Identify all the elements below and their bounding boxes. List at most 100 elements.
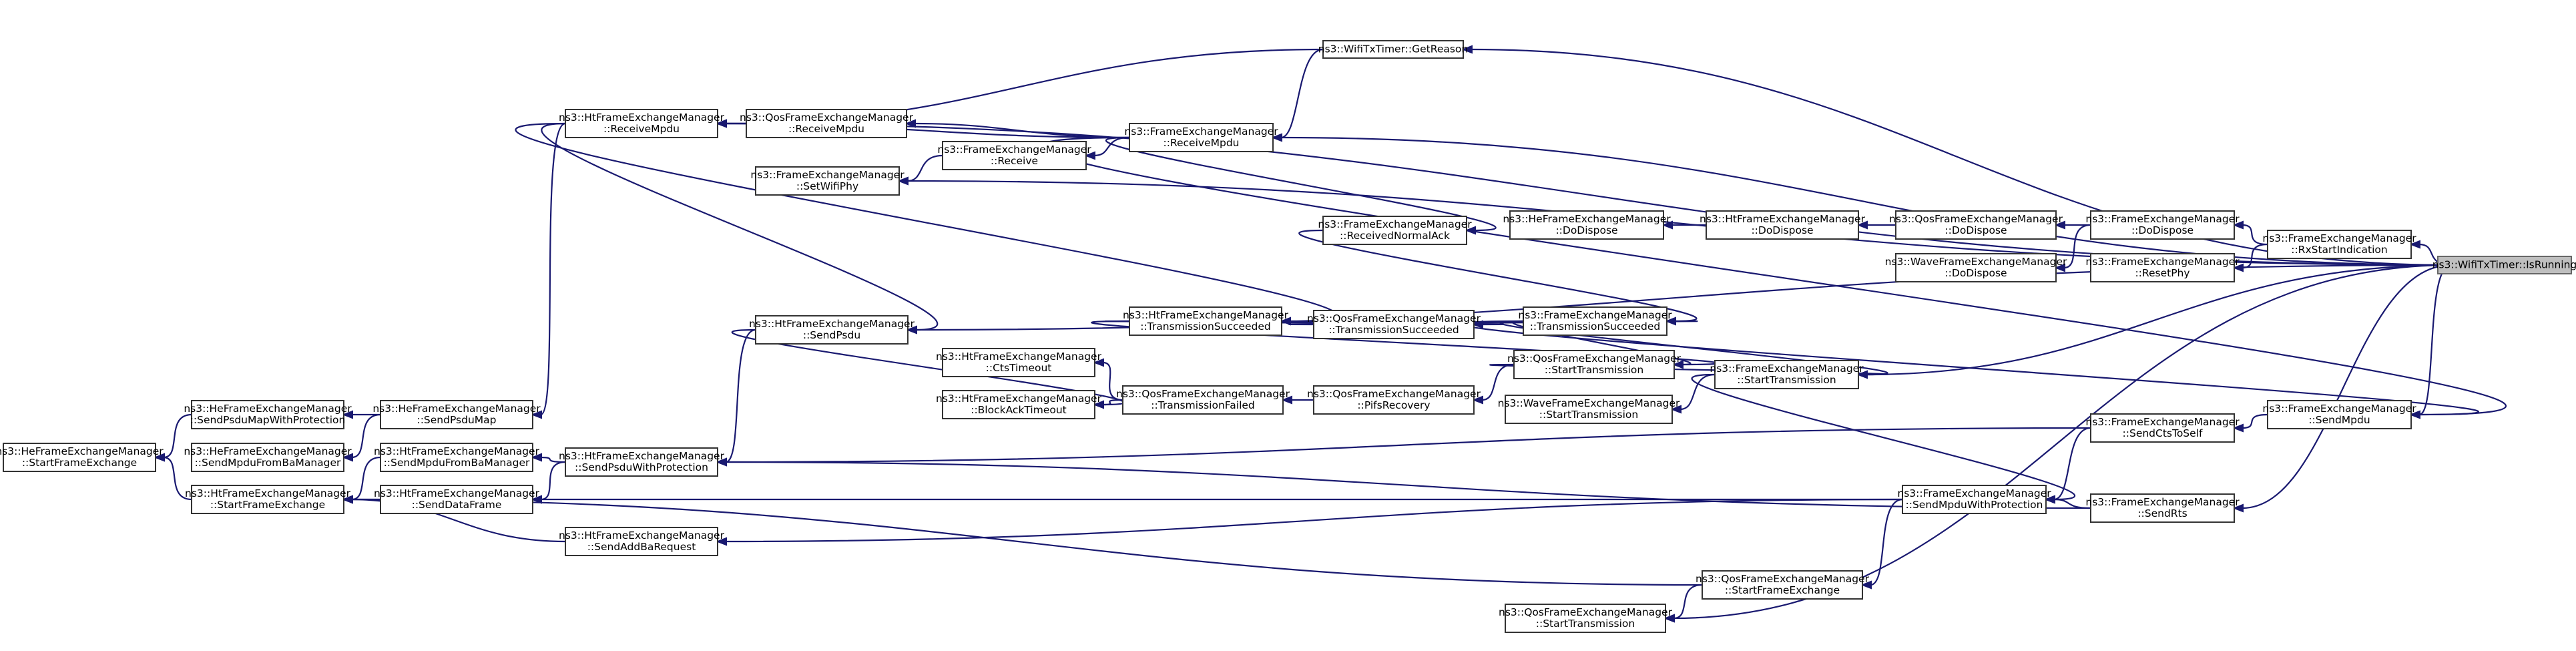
edge-line [163, 413, 192, 459]
node-fem-receivempdu[interactable]: ns3::FrameExchangeManager::ReceiveMpdu [1124, 123, 1278, 152]
node-label: ns3::HtFrameExchangeManager [374, 487, 540, 499]
node-hefem-sendmpdufrombamanager[interactable]: ns3::HeFrameExchangeManager::SendMpduFro… [184, 443, 352, 472]
node-label: ::DoDispose [1555, 224, 1617, 236]
node-htfem-sendpsdu[interactable]: ns3::HtFrameExchangeManager::SendPsdu [749, 315, 915, 345]
edge-line [2242, 264, 2452, 509]
node-hefem-dodispose[interactable]: ns3::HeFrameExchangeManager::DoDispose [1503, 210, 1671, 240]
node-fem-sendmpduwithprotection[interactable]: ns3::FrameExchangeManager::SendMpduWithP… [1897, 485, 2051, 514]
node-htfem-sendaddbarequest[interactable]: ns3::HtFrameExchangeManager::SendAddBaRe… [559, 527, 725, 556]
node-fem-rxstartindication[interactable]: ns3::FrameExchangeManager::RxStartIndica… [2262, 230, 2416, 259]
node-label: ::ReceivedNormalAck [1340, 230, 1450, 242]
node-box [1509, 210, 1664, 240]
edge-arrowhead [2232, 503, 2244, 513]
node-qfem-starttransmission2[interactable]: ns3::QosFrameExchangeManager::StartTrans… [1499, 604, 1673, 633]
edge-line [351, 498, 1703, 586]
node-htfem-transmissionsucceeded[interactable]: ns3::HtFrameExchangeManager::Transmissio… [1123, 306, 1289, 336]
edge-arrowhead [716, 537, 727, 546]
node-label: ns3::HtFrameExchangeManager [1700, 213, 1866, 225]
node-label: ns3::HeFrameExchangeManager [0, 445, 164, 457]
node-htfem-sendpsduwithprotection[interactable]: ns3::HtFrameExchangeManager::SendPsduWit… [559, 447, 725, 477]
node-fem-receivednormalack[interactable]: ns3::FrameExchangeManager::ReceivedNorma… [1318, 216, 1472, 245]
node-htfem-ctstimeout[interactable]: ns3::HtFrameExchangeManager::CtsTimeout [936, 348, 1102, 377]
node-wfem-dodispose[interactable]: ns3::WaveFrameExchangeManager::DoDispose [1885, 253, 2067, 282]
edge-fem-starttransmission-to-qfem-starttransmission [1489, 363, 1889, 379]
edge-line [163, 456, 192, 501]
edge-fem-dodispose-to-fem-rxstartindication [2232, 220, 2268, 246]
node-fem-sendctstoself[interactable]: ns3::FrameExchangeManager::SendCtsToSelf [2085, 413, 2240, 443]
node-fem-setwifiphy[interactable]: ns3::FrameExchangeManager::SetWifiPhy [750, 166, 905, 196]
edge-arrowhead [2409, 240, 2420, 249]
node-label: ::ReceiveMpdu [1163, 137, 1239, 149]
edge-arrowhead [1472, 395, 1483, 405]
node-hefem-startframeexchange[interactable]: ns3::HeFrameExchangeManager::StartFrameE… [0, 443, 164, 472]
node-qfem-receivempdu[interactable]: ns3::QosFrameExchangeManager::ReceiveMpd… [740, 109, 914, 138]
edge-qfem-starttransmission2-to-qfem-startframeexchange [1663, 584, 1703, 623]
edge-arrowhead [905, 119, 916, 128]
node-label: ns3::HtFrameExchangeManager [749, 318, 915, 330]
edge-arrowhead [1856, 220, 1868, 230]
node-htfem-dodispose[interactable]: ns3::HtFrameExchangeManager::DoDispose [1700, 210, 1866, 240]
node-label: ns3::WifiTxTimer::IsRunning [2432, 259, 2576, 271]
node-label: ::SendPsduMapWithProtection [190, 414, 346, 426]
node-qfem-startframeexchange[interactable]: ns3::QosFrameExchangeManager::StartFrame… [1696, 570, 1870, 600]
node-qfem-transmissionsucceeded[interactable]: ns3::QosFrameExchangeManager::Transmissi… [1307, 310, 1481, 339]
node-fem-resetphy[interactable]: ns3::FrameExchangeManager::ResetPhy [2085, 253, 2240, 282]
edge-arrowhead [342, 453, 353, 462]
node-htfem-startframeexchange[interactable]: ns3::HtFrameExchangeManager::StartFrameE… [185, 485, 351, 514]
node-qfem-transmissionfailed[interactable]: ns3::QosFrameExchangeManager::Transmissi… [1116, 385, 1290, 415]
edge-line [2242, 243, 2268, 269]
edge-hefem-sendpsdumapwithprotection-to-hefem-sendpsdumap [342, 410, 380, 419]
edge-layer [154, 45, 2507, 623]
node-layer: ns3::WifiTxTimer::IsRunning ns3::WifiTxTi… [0, 40, 2576, 633]
node-box [1702, 570, 1863, 600]
node-label: ::StartTransmission [1539, 409, 1638, 421]
node-hefem-sendpsdumapwithprotection[interactable]: ns3::HeFrameExchangeManager::SendPsduMap… [184, 400, 352, 429]
edge-line [1673, 264, 2452, 620]
edge-arrowhead [1860, 580, 1872, 590]
node-box [191, 485, 344, 514]
node-fem-receive[interactable]: ns3::FrameExchangeManager::Receive [937, 141, 1091, 170]
edge-arrowhead [1084, 151, 1095, 160]
node-fem-sendrts[interactable]: ns3::FrameExchangeManager::SendRts [2085, 493, 2240, 523]
node-hefem-sendpsdumap[interactable]: ns3::HeFrameExchangeManager::SendPsduMap [372, 400, 541, 429]
node-htfem-sendmpdufrombamanager[interactable]: ns3::HtFrameExchangeManager::SendMpduFro… [374, 443, 540, 472]
node-fem-transmissionsucceeded[interactable]: ns3::FrameExchangeManager::TransmissionS… [1518, 306, 1672, 336]
edge-line [1673, 584, 1703, 620]
node-box [942, 348, 1095, 377]
node-htfem-blockacktimeout[interactable]: ns3::HtFrameExchangeManager::BlockAckTim… [936, 390, 1102, 419]
edge-arrowhead [2409, 410, 2420, 419]
edge-qfem-dodispose-to-fem-dodispose [2054, 220, 2091, 230]
node-fem-sendmpdu[interactable]: ns3::FrameExchangeManager::SendMpdu [2262, 400, 2416, 429]
node-fem-starttransmission[interactable]: ns3::FrameExchangeManager::StartTransmis… [1710, 360, 1864, 389]
node-label: ::SendPsduWithProtection [575, 461, 708, 473]
node-label: ns3::HtFrameExchangeManager [374, 445, 540, 457]
edge-arrowhead [531, 410, 542, 419]
node-qfem-starttransmission[interactable]: ns3::QosFrameExchangeManager::StartTrans… [1507, 350, 1682, 379]
edge-line [731, 329, 1125, 406]
edge-arrowhead [1093, 358, 1104, 367]
edge-htfem-senddataframe-to-fem-sendmpduwithprotection [531, 495, 1902, 504]
node-getreason[interactable]: ns3::WifiTxTimer::GetReason [1318, 40, 1469, 59]
node-htfem-receivempdu[interactable]: ns3::HtFrameExchangeManager::ReceiveMpdu [559, 109, 725, 138]
edge-arrowhead [716, 119, 727, 128]
node-htfem-senddataframe[interactable]: ns3::HtFrameExchangeManager::SendDataFra… [374, 485, 540, 514]
edge-line [541, 122, 939, 331]
node-box [1523, 306, 1667, 336]
node-label: ns3::FrameExchangeManager [1318, 218, 1472, 230]
node-label: ::SendCtsToSelf [2123, 427, 2203, 439]
edge-line [1481, 363, 1515, 401]
node-qfem-pifsrecovery[interactable]: ns3::QosFrameExchangeManager::PifsRecove… [1307, 385, 1481, 415]
edge-hefem-sendpsdumap-to-htfem-receivempdu [531, 122, 566, 419]
node-label: ns3::WaveFrameExchangeManager [1885, 256, 2067, 268]
node-isrunning[interactable]: ns3::WifiTxTimer::IsRunning [2432, 256, 2576, 274]
edge-arrowhead [2232, 263, 2244, 272]
edge-fem-sendmpduwithprotection-to-fem-sendrts [2044, 495, 2091, 509]
edge-fem-setwifiphy-to-fem-receive [897, 154, 943, 186]
node-wfem-starttransmission[interactable]: ns3::WaveFrameExchangeManager::StartTran… [1498, 395, 1680, 424]
edge-htfem-sendpsdu-to-htfem-receivempdu [541, 122, 939, 335]
node-label: ::StartFrameExchange [210, 499, 325, 511]
node-fem-dodispose[interactable]: ns3::FrameExchangeManager::DoDispose [2085, 210, 2240, 240]
node-qfem-dodispose[interactable]: ns3::QosFrameExchangeManager::DoDispose [1889, 210, 2063, 240]
edge-line [1280, 48, 1324, 139]
edge-line [515, 122, 1338, 322]
